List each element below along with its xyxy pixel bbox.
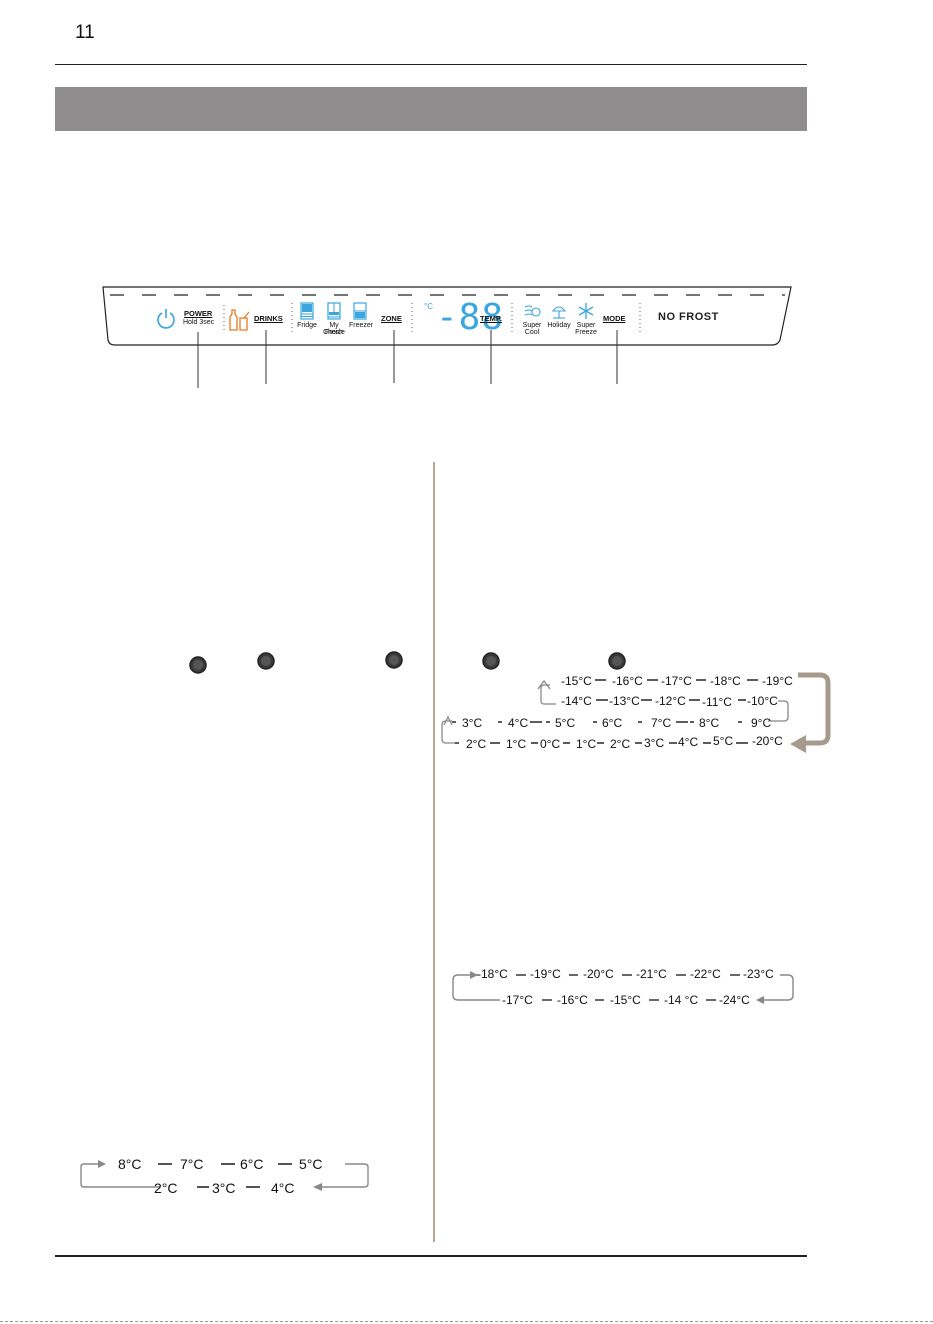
fridge-temp-3: 3°C: [212, 1180, 236, 1196]
myfresh-r2-1: -13°C: [609, 694, 640, 708]
drinks-label: DRINKS: [254, 314, 283, 323]
myfresh-r1-4: -19°C: [762, 674, 793, 688]
column-divider: [433, 462, 435, 1242]
myfresh-r4-4: 2°C: [610, 737, 631, 751]
zone-touch-button[interactable]: [384, 650, 404, 670]
freezer-top-3: -21°C: [636, 967, 667, 981]
myfresh-r4-0: 2°C: [466, 737, 487, 751]
power-icon: [157, 309, 175, 329]
freezer-top-4: -22°C: [690, 967, 721, 981]
myfresh-r1-2: -17°C: [661, 674, 692, 688]
freezer-top-2: -20°C: [583, 967, 614, 981]
freezer-bottom-0: -17°C: [502, 993, 533, 1007]
myfresh-r3-2: 5°C: [555, 716, 576, 730]
myfresh-r4-2: 0°C: [540, 737, 561, 751]
freezer-bottom-2: -15°C: [610, 993, 641, 1007]
power-touch-button[interactable]: [188, 655, 208, 675]
myfresh-r3-5: 8°C: [699, 716, 720, 730]
freezer-top-5: -23°C: [743, 967, 774, 981]
fridge-cycle-arrows: [80, 1160, 369, 1191]
freezer-icon: [353, 302, 367, 320]
fridge-temp-4: 4°C: [271, 1180, 295, 1196]
temp-label: TEMP.: [480, 314, 502, 323]
control-panel-illustration: [0, 270, 933, 674]
myfresh-r1-3: -18°C: [710, 674, 741, 688]
myfresh-r2-4: -10°C: [747, 694, 778, 708]
power-label: POWER: [184, 309, 213, 318]
page-edge-line: [0, 1321, 933, 1322]
fridge-temp-5: 5°C: [299, 1156, 323, 1172]
mode-touch-button[interactable]: [607, 651, 627, 671]
fridge-icon: [300, 302, 314, 320]
drinks-icon: [229, 309, 250, 331]
super-cool-icon: [524, 305, 541, 317]
freezer-label: Freezer: [349, 322, 374, 329]
myfresh-r1-1: -16°C: [612, 674, 643, 688]
zone-label: ZONE: [381, 314, 402, 323]
super-cool-label-2: Cool: [524, 329, 540, 336]
freezer-bottom-3: -14 °C: [664, 993, 699, 1007]
my-fresh-label: My Fresh: [325, 322, 343, 336]
freezer-cycle-arrows: [452, 971, 794, 1004]
fridge-temp-7: 7°C: [180, 1156, 204, 1172]
bottom-rule: [55, 1255, 807, 1257]
myfresh-r3-6: 9°C: [751, 716, 772, 730]
snowflake-icon: [578, 303, 594, 319]
holiday-label: Holiday: [547, 322, 571, 329]
fridge-temp-6: 6°C: [240, 1156, 264, 1172]
myfresh-r4-7: 5°C: [713, 734, 734, 748]
choice-label: Choice: [323, 329, 345, 336]
myfresh-r4-8: -20°C: [752, 734, 783, 748]
myfresh-r2-2: -12°C: [655, 694, 686, 708]
freezer-top-0: -18°C: [477, 967, 508, 981]
holiday-icon: [551, 306, 567, 319]
super-freeze-label-2: Freeze: [575, 329, 597, 336]
power-hold-label: Hold 3sec: [183, 319, 215, 326]
myfresh-r2-0: -14°C: [561, 694, 592, 708]
super-freeze-label-1: Super: [576, 322, 596, 329]
myfresh-r3-4: 7°C: [651, 716, 672, 730]
myfresh-r4-3: 1°C: [576, 737, 597, 751]
top-rule: [55, 64, 807, 65]
myfresh-r3-0: 3°C: [462, 716, 483, 730]
fridge-temp-8: 8°C: [118, 1156, 142, 1172]
myfresh-r4-5: 3°C: [644, 736, 665, 750]
temp-touch-button[interactable]: [481, 651, 501, 671]
drinks-touch-button[interactable]: [256, 651, 276, 671]
section-header-bar: [55, 87, 807, 131]
myfresh-r3-1: 4°C: [508, 716, 529, 730]
fridge-label: Fridge: [297, 322, 317, 329]
display-celsius-symbol: °C: [424, 302, 433, 311]
fridge-temp-2: 2°C: [154, 1180, 178, 1196]
myfresh-r4-1: 1°C: [506, 737, 527, 751]
myfresh-r2-3: -11°C: [702, 695, 732, 709]
super-cool-label-1: Super: [522, 322, 542, 329]
mode-label: MODE: [603, 314, 626, 323]
freezer-top-1: -19°C: [530, 967, 561, 981]
myfresh-cycle-arrows: [441, 672, 831, 753]
myfresh-r4-6: 4°C: [678, 735, 699, 749]
control-panel-graphic: [102, 286, 792, 388]
page-number: 11: [75, 22, 95, 43]
myfresh-r3-3: 6°C: [602, 716, 623, 730]
freezer-bottom-1: -16°C: [557, 993, 588, 1007]
myfresh-r1-0: -15°C: [561, 674, 592, 688]
temperature-display: -88: [436, 297, 505, 338]
freezer-bottom-4: -24°C: [719, 993, 750, 1007]
no-frost-logo: NO FROST: [658, 311, 719, 323]
my-fresh-choice-icon: [327, 302, 341, 320]
